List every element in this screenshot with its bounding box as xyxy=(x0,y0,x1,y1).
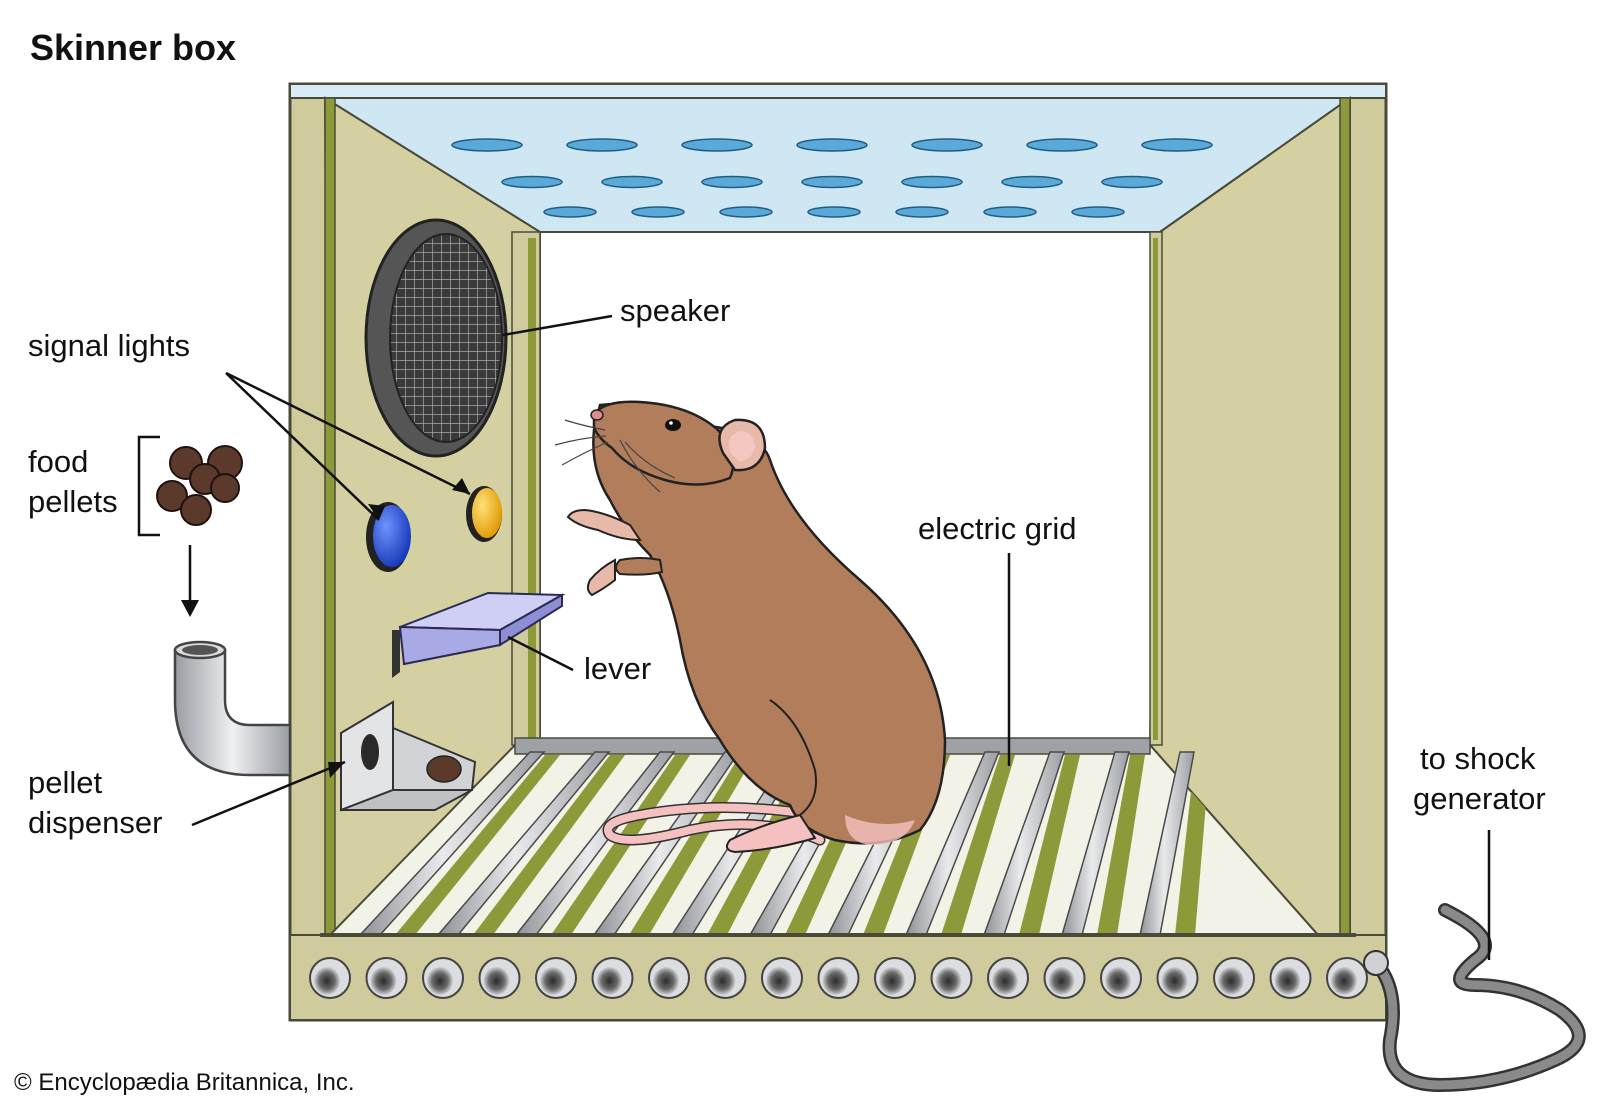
arrow-heads xyxy=(328,478,470,778)
connector-hole xyxy=(591,957,634,999)
rat xyxy=(554,400,947,854)
connector-hole xyxy=(1100,957,1142,999)
connector-hole xyxy=(761,957,803,999)
food-pellets xyxy=(156,445,243,526)
connector-hole xyxy=(1043,957,1086,999)
copyright-notice: © Encyclopædia Britannica, Inc. xyxy=(14,1069,355,1096)
connector-hole xyxy=(987,957,1029,999)
speaker xyxy=(364,218,508,458)
label-shock-line2: generator xyxy=(1413,781,1546,816)
label-food-pellets-line1: food xyxy=(28,444,89,479)
connector-hole xyxy=(648,957,690,999)
ceiling-vents xyxy=(451,138,1213,218)
label-signal-lights: signal lights xyxy=(28,328,190,363)
connector-hole xyxy=(874,957,916,999)
connector-hole xyxy=(309,957,351,999)
connector-hole xyxy=(422,957,464,999)
label-shock-line1: to shock xyxy=(1420,741,1536,776)
label-electric-grid: electric grid xyxy=(918,511,1077,546)
connector-hole xyxy=(365,957,408,999)
leader-lines xyxy=(191,314,1491,960)
signal-light-yellow xyxy=(466,486,502,542)
pellet-tube xyxy=(173,640,292,777)
label-speaker: speaker xyxy=(620,293,731,328)
label-food-pellets-line2: pellets xyxy=(28,484,118,519)
connector-hole xyxy=(817,957,860,999)
diagram-title: Skinner box xyxy=(30,27,237,68)
connector-hole xyxy=(704,957,747,999)
skinner-box xyxy=(137,82,1586,1093)
connector-hole xyxy=(478,957,521,999)
label-pellet-dispenser-line2: dispenser xyxy=(28,805,163,840)
label-lever: lever xyxy=(584,651,652,686)
connector-hole xyxy=(535,957,577,999)
label-pellet-dispenser-line1: pellet xyxy=(28,765,103,800)
shock-cable xyxy=(1363,903,1586,1093)
grid-connector-holes xyxy=(309,957,1368,999)
connector-hole xyxy=(1326,957,1368,999)
pellet-dispenser xyxy=(340,700,477,812)
down-arrow-icon xyxy=(181,545,199,617)
connector-hole xyxy=(1269,957,1312,999)
ceiling-top-edge xyxy=(289,83,1387,99)
food-pellets-bracket xyxy=(137,435,160,537)
lever xyxy=(392,591,566,678)
connector-hole xyxy=(1213,957,1255,999)
electric-grid xyxy=(358,751,1195,936)
connector-hole xyxy=(930,957,973,999)
connector-hole xyxy=(1156,957,1199,999)
